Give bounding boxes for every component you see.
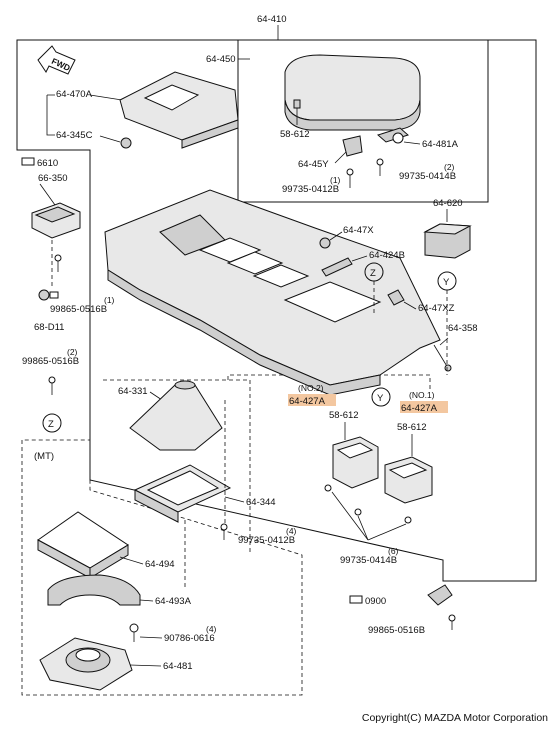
label-64-45Y: 64-45Y bbox=[298, 159, 329, 170]
ref-mark-y-mid: Y bbox=[371, 387, 391, 407]
svg-text:Y: Y bbox=[377, 393, 384, 404]
tray-screws bbox=[324, 484, 412, 541]
main-frame bbox=[16, 39, 537, 582]
label-no2: (NO.2) bbox=[298, 383, 324, 393]
screw-bottom-right bbox=[448, 614, 456, 630]
wiring-ref-6610: 6610 bbox=[21, 157, 58, 169]
screw-top-right bbox=[376, 158, 384, 176]
label-64-410: 64-410 bbox=[257, 14, 287, 25]
copyright-notice: Copyright(C) MAZDA Motor Corporation bbox=[361, 712, 548, 724]
boot-64-481 bbox=[39, 637, 133, 691]
highlight-64-427A-no2 bbox=[288, 394, 336, 406]
shift-boot-64-331 bbox=[129, 380, 223, 451]
label-99735-0412B-mt: 99735-0412B bbox=[238, 535, 295, 546]
qty-2-left2: (2) bbox=[67, 347, 78, 357]
label-64-494: 64-494 bbox=[145, 559, 175, 570]
seal-64-493A bbox=[47, 574, 141, 606]
qty-2-top: (2) bbox=[444, 162, 455, 172]
svg-text:Z: Z bbox=[370, 268, 376, 279]
bracket-64-424B bbox=[321, 255, 368, 277]
switch-0900 bbox=[427, 584, 453, 606]
fwd-arrow: FWD bbox=[37, 45, 76, 75]
clip-64-345C bbox=[99, 135, 132, 149]
label-68-D11: 68-D11 bbox=[34, 322, 64, 333]
label-90786-0616: 90786-0616 bbox=[164, 633, 215, 644]
shift-panel bbox=[119, 71, 239, 149]
label-64-450: 64-450 bbox=[206, 54, 236, 65]
label-99735-0414B-top: 99735-0414B bbox=[399, 171, 456, 182]
label-99865-0516B-left2: 99865-0516B bbox=[22, 356, 79, 367]
pin-64-358 bbox=[433, 337, 452, 372]
label-99865-0516B-left: 99865-0516B bbox=[50, 304, 107, 315]
svg-text:Y: Y bbox=[443, 277, 450, 288]
label-64-345C: 64-345C bbox=[56, 130, 93, 141]
mt-dashed-box bbox=[21, 439, 303, 696]
coin-tray-no2 bbox=[332, 422, 379, 489]
ref-mark-z-left: Z bbox=[42, 413, 62, 433]
cover-64-620 bbox=[423, 223, 472, 259]
label-64-427A-no2: 64-427A bbox=[289, 396, 326, 407]
label-99865-0516B-bot: 99865-0516B bbox=[368, 625, 425, 636]
label-58-612-mid-b: 58-612 bbox=[397, 422, 427, 433]
svg-text:Z: Z bbox=[48, 419, 54, 430]
screw-left-switch bbox=[54, 254, 62, 272]
bolt-90786-0616 bbox=[129, 623, 139, 642]
insulator-64-494 bbox=[37, 511, 129, 579]
bulb-68-D11 bbox=[38, 289, 59, 301]
switch-66-350 bbox=[31, 202, 81, 239]
label-64-424B: 64-424B bbox=[369, 250, 405, 261]
label-64-331: 64-331 bbox=[118, 386, 148, 397]
svg-text:0900: 0900 bbox=[365, 596, 386, 607]
label-64-620: 64-620 bbox=[433, 198, 463, 209]
label-66-350: 66-350 bbox=[38, 173, 68, 184]
screw-top-left bbox=[346, 168, 354, 188]
qty-6-bot: (6) bbox=[388, 546, 399, 556]
label-64-344: 64-344 bbox=[246, 497, 276, 508]
label-58-612-mid-a: 58-612 bbox=[329, 410, 359, 421]
label-no1: (NO.1) bbox=[409, 390, 435, 400]
clip-64-47XZ bbox=[387, 289, 417, 310]
qty-4-mt: (4) bbox=[286, 526, 297, 536]
label-99735-0414B-bot: 99735-0414B bbox=[340, 555, 397, 566]
label-64-470A: 64-470A bbox=[56, 89, 93, 100]
clip-64-47X bbox=[319, 231, 343, 249]
label-64-493A: 64-493A bbox=[155, 596, 192, 607]
ref-mark-y-right: Y bbox=[437, 271, 457, 291]
shift-bezel-64-344 bbox=[133, 464, 232, 523]
coin-tray-no1 bbox=[384, 434, 433, 504]
label-64-358: 64-358 bbox=[448, 323, 478, 334]
label-mt: (MT) bbox=[34, 451, 54, 462]
highlight-64-427A-no1 bbox=[400, 401, 448, 413]
qty-1-left: (1) bbox=[104, 295, 115, 305]
wiring-ref-0900: 0900 bbox=[349, 595, 386, 607]
svg-text:6610: 6610 bbox=[37, 158, 58, 169]
lid-latch-64-45Y bbox=[342, 135, 363, 157]
label-64-481A: 64-481A bbox=[422, 139, 459, 150]
screw-left2 bbox=[48, 376, 56, 395]
label-58-612-top: 58-612 bbox=[280, 129, 310, 140]
label-99735-0412B-top: 99735-0412B bbox=[282, 184, 339, 195]
lid-hinge-64-481A bbox=[377, 127, 409, 144]
qty-4-bot: (4) bbox=[206, 624, 217, 634]
label-64-481: 64-481 bbox=[163, 661, 193, 672]
label-64-427A-no1: 64-427A bbox=[401, 403, 438, 414]
screw-mt bbox=[220, 523, 228, 540]
armrest-lid bbox=[284, 54, 421, 131]
screw-58-612-top bbox=[293, 99, 301, 125]
inner-dashed-box bbox=[103, 379, 251, 555]
qty-1-top: (1) bbox=[330, 175, 341, 185]
label-64-47X: 64-47X bbox=[343, 225, 374, 236]
label-64-47XZ: 64-47XZ bbox=[418, 303, 455, 314]
center-console bbox=[104, 189, 441, 396]
